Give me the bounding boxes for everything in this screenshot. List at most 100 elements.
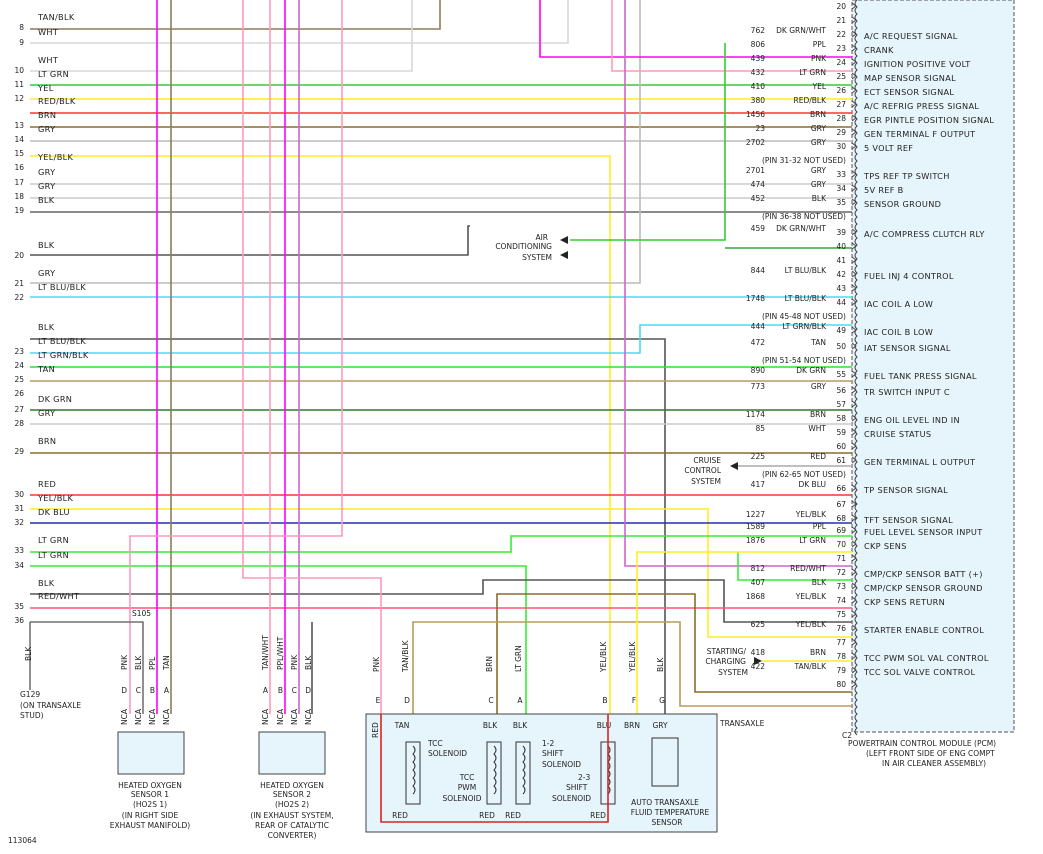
transaxle-inner-wire: GRY — [652, 721, 668, 730]
wire — [129, 0, 343, 714]
left-wire-number: 26 — [14, 389, 24, 398]
left-wire-number: 23 — [14, 347, 24, 356]
left-wire-number: 11 — [14, 80, 24, 89]
left-wire-number: 30 — [14, 490, 24, 499]
ho2s2-pin-wire: TAN/WHT — [261, 635, 270, 671]
ground-label: G129 — [20, 690, 40, 699]
left-wire-color: GRY — [38, 167, 56, 177]
pin-function: ENG OIL LEVEL IND IN — [864, 415, 960, 425]
ho2s1-nca: NCA — [134, 708, 143, 725]
pin-chevron — [851, 326, 857, 334]
left-wire-number: 12 — [14, 94, 24, 103]
ground-wire-label: BLK — [24, 646, 33, 661]
pin-number: 21 — [836, 16, 846, 25]
pin-circuit-number: 773 — [751, 382, 766, 391]
pin-circuit-number: 452 — [751, 194, 766, 203]
pin-chevron — [851, 86, 857, 94]
splice-label: S105 — [132, 609, 151, 618]
left-wire-number: 33 — [14, 546, 24, 555]
ho2s1-pin-wire: PNK — [120, 654, 129, 670]
pin-chevron — [851, 170, 857, 178]
pin-number: 42 — [836, 270, 846, 279]
svg-text:SHIFT: SHIFT — [542, 749, 564, 758]
shift23-solenoid-label: 2-3 SHIFT SOLENOID — [552, 773, 591, 803]
pin-number: 60 — [836, 442, 846, 451]
ground-location: (ON TRANSAXLE — [20, 701, 81, 710]
pin-wire-color: YEL — [812, 82, 827, 91]
pcm-module — [851, 0, 1015, 733]
pin-chevron — [851, 142, 857, 150]
ho2s2-pin-wire: BLK — [304, 655, 313, 670]
pin-function: IAC COIL B LOW — [864, 327, 933, 337]
ho2s2-pin-letter: C — [292, 686, 297, 695]
ho2s2-sensor-body — [258, 731, 326, 775]
shift12-solenoid-label: 1-2 SHIFT SOLENOID — [542, 739, 581, 769]
svg-text:SENSOR 1: SENSOR 1 — [131, 790, 169, 799]
solenoid-coil — [486, 741, 502, 805]
pin-wire-color: YEL/BLK — [795, 620, 827, 629]
pin-chevron — [851, 184, 857, 192]
ho2s1-title: HEATED OXYGEN SENSOR 1 (HO2S 1) (IN RIGH… — [110, 781, 190, 830]
wire — [539, 0, 852, 58]
pin-function: MAP SENSOR SIGNAL — [864, 73, 956, 83]
left-wire-color: WHT — [38, 27, 59, 37]
transaxle-pin-wire: YEL/BLK — [599, 641, 608, 673]
pin-number: 29 — [836, 128, 846, 137]
wire — [242, 0, 382, 714]
pin-wire-color: RED/WHT — [790, 564, 826, 573]
wire — [496, 593, 852, 714]
left-wire-color: YEL/BLK — [37, 493, 73, 503]
pin-circuit-number: 1876 — [746, 536, 765, 545]
pin-function: TCC SOL VALVE CONTROL — [863, 667, 975, 677]
solenoid-coil — [405, 741, 421, 805]
left-wire-color: GRY — [38, 124, 56, 134]
pin-circuit-number: 407 — [751, 578, 766, 587]
pin-number: 39 — [836, 228, 846, 237]
pin-wire-color: BRN — [810, 410, 826, 419]
pcm-location-2: IN AIR CLEANER ASSEMBLY) — [882, 759, 986, 768]
pin-circuit-number: 410 — [751, 82, 766, 91]
pin-chevron — [851, 342, 857, 350]
pin-function: TR SWITCH INPUT C — [863, 387, 950, 397]
transaxle-pin-wire: LT GRN — [514, 645, 523, 672]
svg-text:SHIFT: SHIFT — [566, 783, 588, 792]
red-wire-label: RED — [371, 722, 380, 738]
pin-number: 59 — [836, 428, 846, 437]
left-wire-number: 8 — [19, 23, 24, 32]
pin-function: IAC COIL A LOW — [864, 299, 933, 309]
pin-chevron — [851, 500, 857, 508]
pin-number: 24 — [836, 58, 846, 67]
svg-text:CONTROL: CONTROL — [684, 466, 721, 475]
pin-circuit-number: 1589 — [746, 522, 765, 531]
pin-wire-color: BRN — [810, 110, 826, 119]
pin-circuit-number: 806 — [751, 40, 766, 49]
ho2s2-nca: NCA — [276, 708, 285, 725]
left-wire-number: 24 — [14, 361, 24, 370]
pin-circuit-number: 474 — [751, 180, 766, 189]
pin-number: 56 — [836, 386, 846, 395]
pin-wire-color: RED — [810, 452, 826, 461]
pin-chevron — [851, 428, 857, 436]
left-wire-number: 18 — [14, 192, 24, 201]
pin-number: 26 — [836, 86, 846, 95]
pin-wire-color: TAN/BLK — [793, 662, 827, 671]
transaxle-pin-letter: B — [602, 696, 607, 705]
transaxle-pin-letter: C — [488, 696, 493, 705]
pin-number: 68 — [836, 514, 846, 523]
pin-circuit-number: 417 — [751, 480, 766, 489]
pin-chevron — [851, 414, 857, 422]
left-wire-color: LT GRN/BLK — [38, 350, 89, 360]
pin-chevron — [851, 370, 857, 378]
ho2s1-pin-letter: D — [121, 686, 127, 695]
pin-chevron — [851, 568, 857, 576]
left-wire-number: 10 — [14, 66, 24, 75]
pin-function: GEN TERMINAL L OUTPUT — [864, 457, 976, 467]
left-wire-number: 20 — [14, 251, 24, 260]
left-wire-color: YEL/BLK — [37, 152, 73, 162]
svg-text:1-2: 1-2 — [542, 739, 554, 748]
pin-function: FUEL INJ 4 CONTROL — [864, 271, 954, 281]
pin-wire-color: TAN — [810, 338, 826, 347]
ho2s1-sensor-body — [117, 731, 185, 775]
pin-number: 55 — [836, 370, 846, 379]
pin-chevron — [851, 114, 857, 122]
